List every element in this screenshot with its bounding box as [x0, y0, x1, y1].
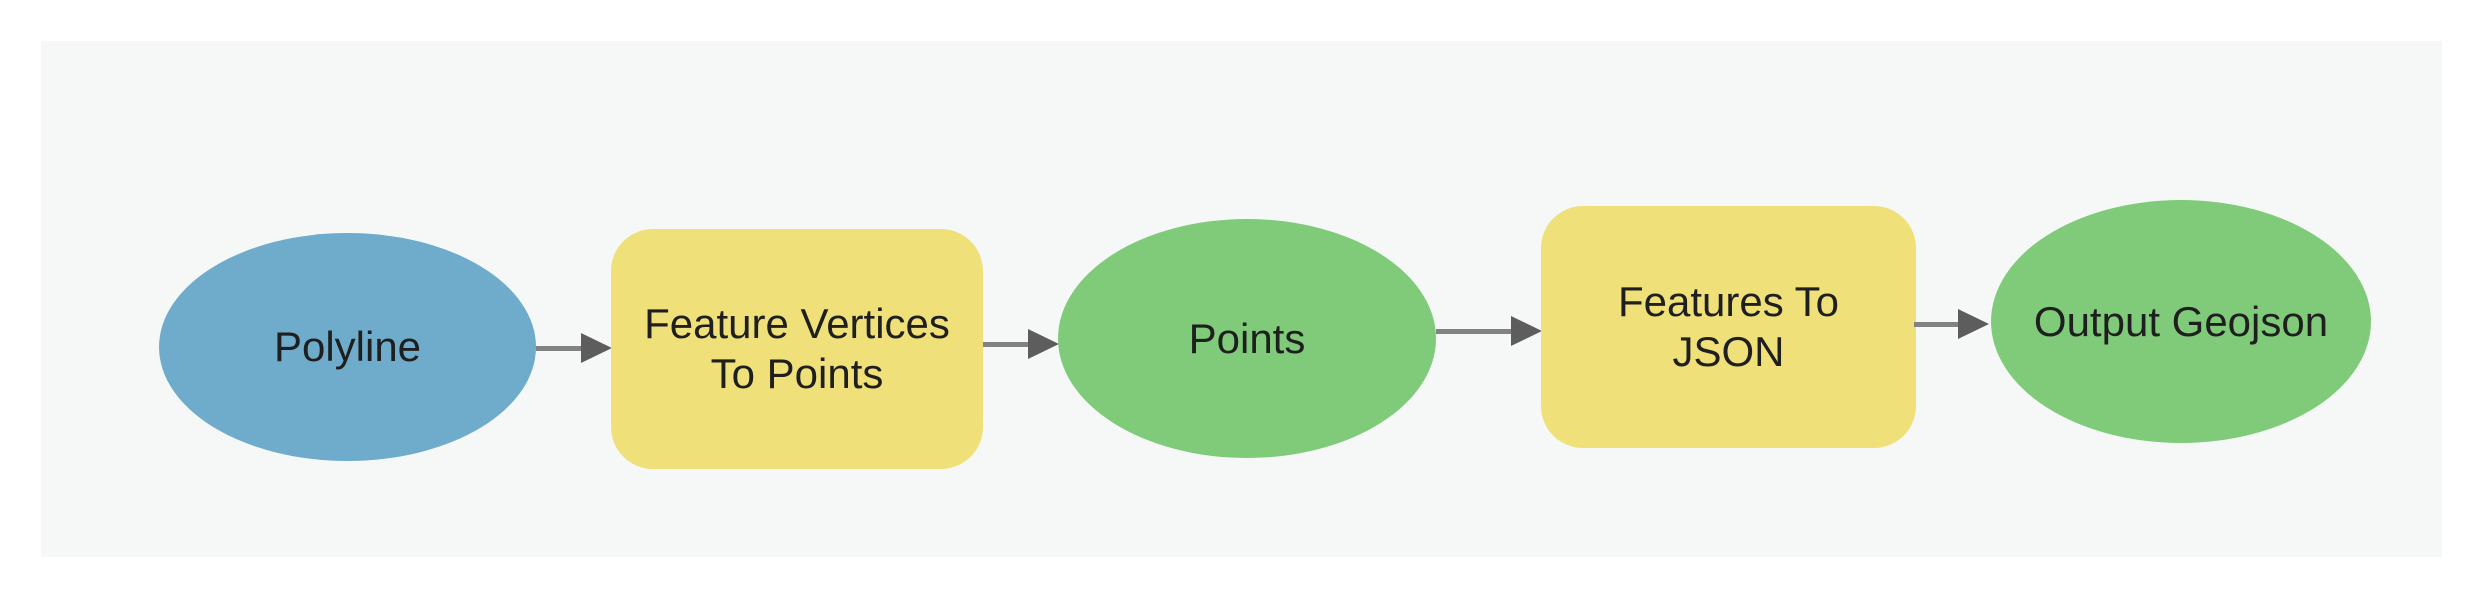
connector-arrow: [1914, 309, 1989, 339]
node-label: Polyline: [273, 323, 422, 371]
arrow-line: [536, 346, 586, 351]
node-features-to-json[interactable]: Features To JSON: [1541, 206, 1916, 448]
node-polyline[interactable]: Polyline: [159, 233, 536, 461]
node-output-geojson[interactable]: Output Geojson: [1991, 200, 2371, 443]
arrow-line: [983, 342, 1033, 347]
diagram-canvas: Polyline Feature Vertices To Points Poin…: [41, 41, 2442, 557]
arrow-head-icon: [1958, 309, 1989, 339]
node-label: Points: [1188, 314, 1306, 362]
arrow-head-icon: [581, 333, 612, 363]
node-label: Features To JSON: [1617, 278, 1839, 375]
connector-arrow: [536, 333, 612, 363]
connector-arrow: [1436, 316, 1542, 346]
node-points[interactable]: Points: [1058, 219, 1436, 458]
node-feature-vertices-to-points[interactable]: Feature Vertices To Points: [611, 229, 983, 469]
node-label: Feature Vertices To Points: [644, 300, 950, 397]
connector-arrow: [983, 329, 1059, 359]
node-label: Output Geojson: [2033, 297, 2329, 345]
arrow-line: [1436, 329, 1516, 334]
arrow-head-icon: [1511, 316, 1542, 346]
arrow-head-icon: [1028, 329, 1059, 359]
arrow-line: [1914, 322, 1963, 327]
